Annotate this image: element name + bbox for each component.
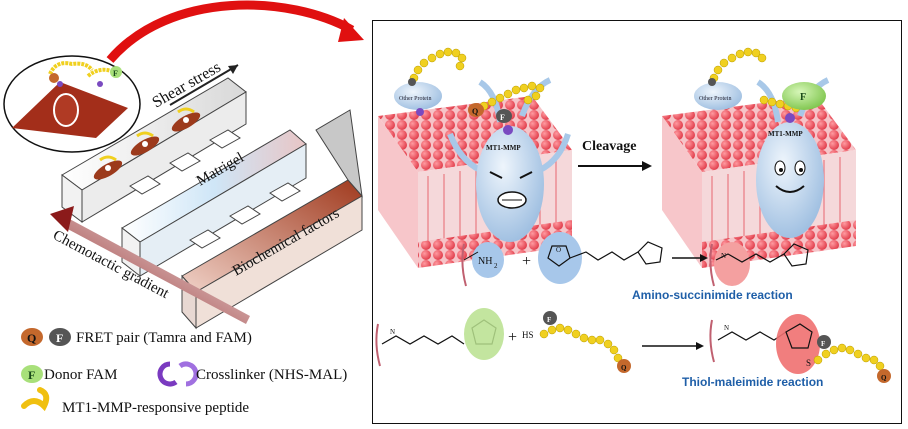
legend-q-letter: Q — [27, 331, 36, 345]
thiol-q-letter: Q — [621, 364, 627, 372]
crosslinker-label: Crosslinker (NHS-MAL) — [196, 367, 348, 383]
peptide-label: MT1-MMP-responsive peptide — [62, 400, 250, 416]
mmp-character-after: MT1-MMP — [756, 77, 830, 238]
amino-row — [461, 243, 715, 287]
donor-glow — [782, 82, 826, 110]
amino-reaction-label: Amino-succinimide reaction — [632, 288, 793, 302]
other-protein-after-label: Other Protein — [699, 96, 732, 102]
quencher-icon — [21, 328, 43, 346]
microfluidic-device-illustration: F Shear stress Matrigel Biochemical fact… — [3, 0, 364, 330]
product-f-letter: F — [821, 340, 825, 348]
donor-fam-icon — [21, 365, 43, 383]
product-amide-1 — [714, 242, 750, 286]
mmp-before-label: MT1-MMP — [486, 144, 521, 152]
crosslinker-icon — [157, 361, 199, 387]
mmp-after-label: MT1-MMP — [768, 130, 803, 138]
peptide-icon — [21, 387, 50, 412]
nh2-group — [472, 242, 504, 278]
product-q-letter: Q — [881, 374, 887, 382]
micro-pillars — [129, 129, 301, 249]
donor-fam-label: Donor FAM — [44, 367, 118, 383]
nhs-ester-group — [538, 232, 582, 284]
legend-icons: Q F F — [21, 328, 199, 412]
chemotactic-arrow — [62, 216, 250, 324]
other-protein-before-label: Other Protein — [399, 96, 432, 102]
maleimide-group — [464, 308, 504, 360]
nh2-sub: 2 — [494, 262, 498, 270]
donor-letter: F — [800, 92, 806, 103]
amide-n-1: N — [721, 252, 726, 260]
o-label: O — [556, 246, 561, 254]
other-protein-after — [694, 82, 742, 110]
peptide-chain-other-2 — [709, 47, 767, 83]
nhs-mal-structure — [547, 241, 663, 267]
plus-1: + — [522, 253, 531, 270]
fret-pair-label: FRET pair (Tamra and FAM) — [76, 330, 252, 346]
red-arrow-head — [338, 18, 364, 42]
zoom-fam-letter: F — [113, 69, 118, 78]
mechanism-panel — [372, 20, 902, 424]
product-thioether — [776, 314, 820, 374]
thiol-product-structure — [717, 331, 787, 341]
zoom-fam-icon — [110, 66, 122, 78]
other-protein-before — [394, 82, 442, 110]
mmp-q-letter: Q — [472, 107, 478, 116]
product-peptide-chain — [813, 343, 885, 371]
thiol-reaction-label: Thiol-maleimide reaction — [682, 375, 823, 389]
legend-donor-letter: F — [28, 368, 35, 382]
thiol-peptide-chain — [539, 323, 623, 363]
fam-icon — [49, 328, 71, 346]
red-curved-arrow — [106, 0, 355, 63]
legend-f-letter: F — [56, 331, 63, 345]
cleavage-label: Cleavage — [582, 139, 636, 154]
mechanism-illustration: Other Protein Other Protein MT1-MMP Q F — [375, 47, 891, 389]
thiol-f-letter: F — [547, 316, 551, 324]
mmp-f-letter: F — [500, 113, 505, 122]
amide-n-3: N — [724, 324, 729, 332]
nh2-label: NH — [478, 256, 492, 267]
amide-n-2: N — [390, 328, 395, 336]
hs-label: HS — [522, 330, 534, 340]
cells-in-channel — [93, 107, 201, 180]
s-label: S — [806, 358, 811, 368]
peptide-chain-other-1 — [409, 47, 467, 83]
peptide-chain-mmp-before — [479, 81, 545, 111]
plus-2: + — [508, 329, 517, 346]
amino-product-structure — [715, 243, 809, 267]
